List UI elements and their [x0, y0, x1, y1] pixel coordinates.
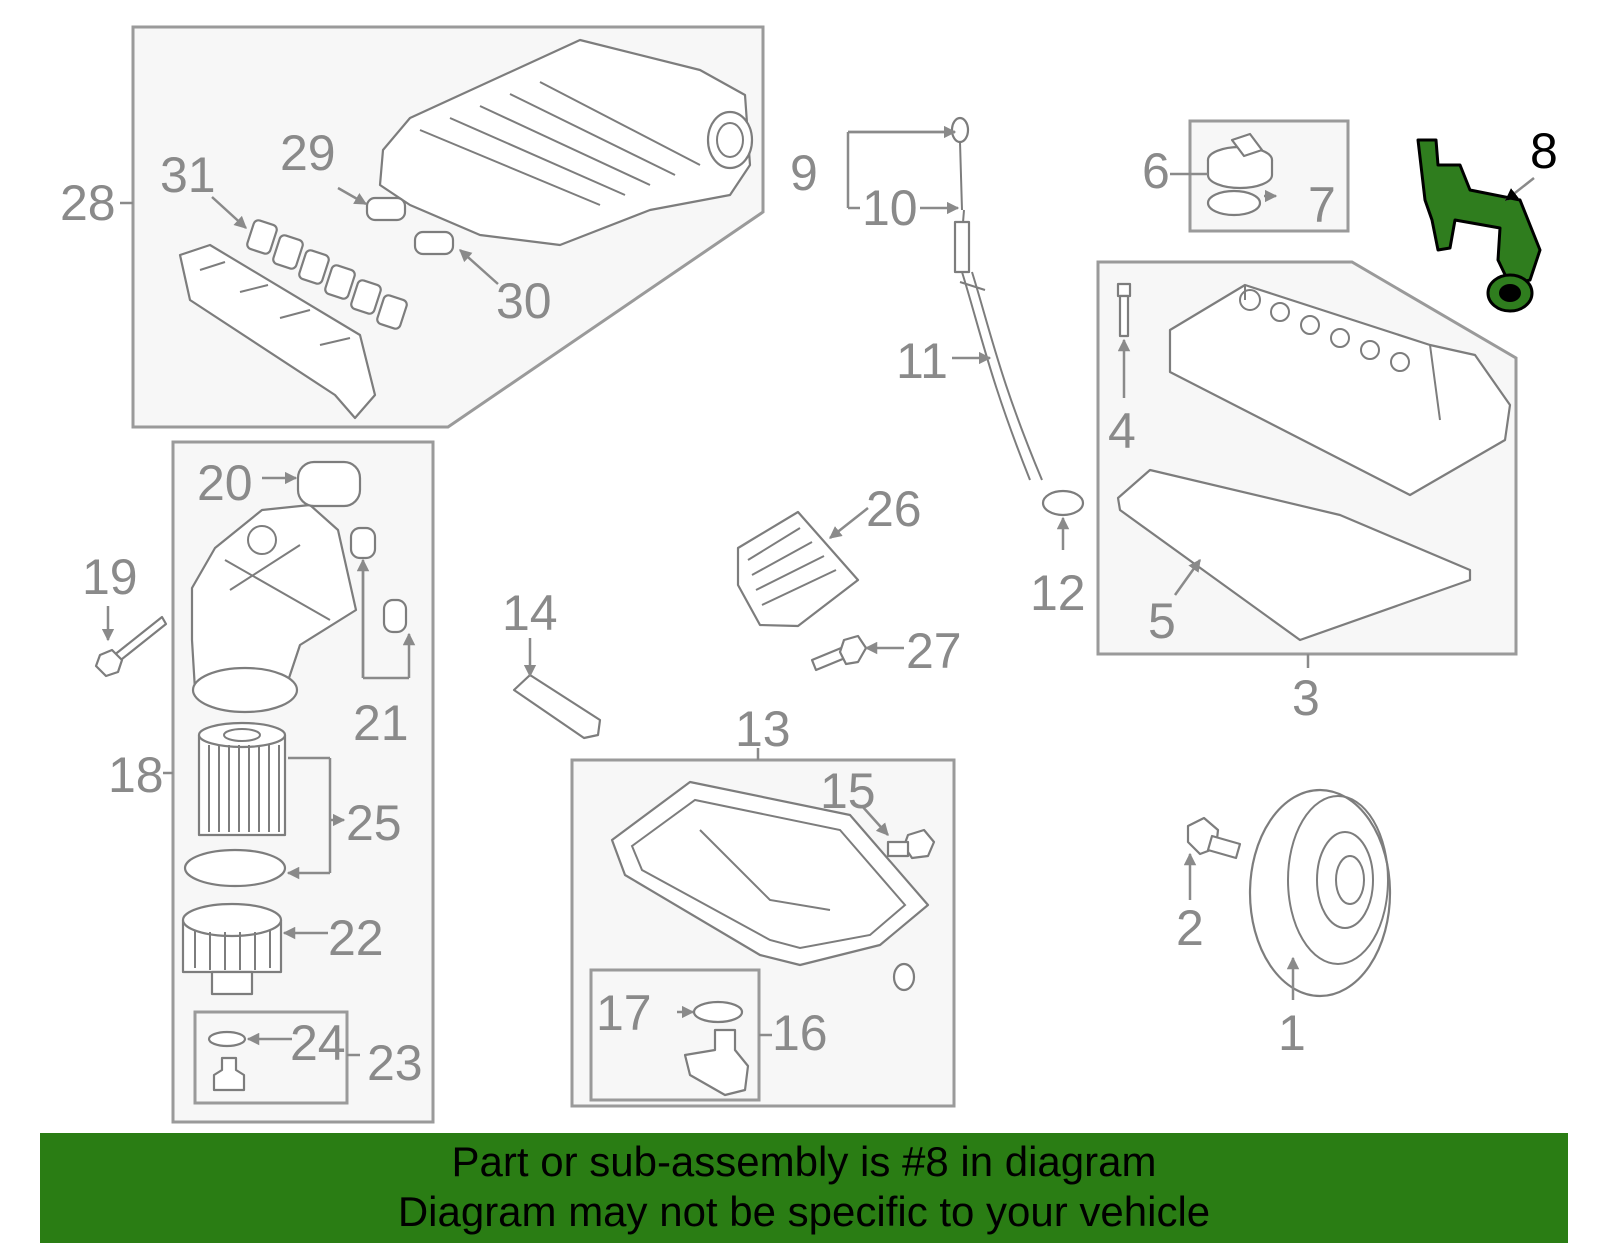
label-11: 11 — [896, 333, 948, 389]
dipstick-drawing — [950, 116, 1043, 481]
bolt-27 — [810, 634, 868, 672]
label-5: 5 — [1148, 593, 1176, 649]
valve-cover-drawing — [1168, 283, 1512, 497]
bolt-19 — [94, 615, 168, 678]
o-ring-17 — [692, 1000, 744, 1024]
drain-plug-group-box — [193, 1010, 349, 1105]
label-15: 15 — [820, 763, 876, 819]
label-31: 31 — [160, 147, 216, 203]
filter-cap-22 — [181, 902, 283, 996]
label-26: 26 — [866, 481, 922, 537]
breather-hose-8-highlighted[interactable] — [1416, 138, 1542, 313]
gasket-30 — [413, 230, 455, 256]
intake-manifold-drawing — [178, 38, 754, 420]
oil-cap-6 — [1206, 132, 1274, 190]
drain-plug-23 — [212, 1056, 246, 1092]
label-29: 29 — [280, 125, 336, 181]
label-16: 16 — [772, 1005, 828, 1061]
bolt-2 — [1186, 816, 1242, 860]
banner-line-2: Diagram may not be specific to your vehi… — [397, 1188, 1211, 1235]
label-1: 1 — [1278, 1005, 1306, 1061]
label-10: 10 — [862, 180, 918, 236]
label-2: 2 — [1176, 900, 1204, 956]
seal-12 — [1041, 489, 1085, 517]
banner-line-1: Part or sub-assembly is #8 in diagram — [451, 1138, 1157, 1185]
label-12: 12 — [1030, 565, 1086, 621]
label-14: 14 — [502, 585, 558, 641]
part-14 — [512, 673, 602, 740]
label-23: 23 — [367, 1035, 423, 1091]
label-13: 13 — [735, 701, 791, 757]
info-banner: Part or sub-assembly is #8 in diagram Di… — [40, 1133, 1568, 1243]
valve-cover-gasket-5 — [1116, 468, 1472, 642]
label-24: 24 — [290, 1015, 346, 1071]
label-25: 25 — [346, 795, 402, 851]
label-17: 17 — [596, 985, 652, 1041]
drain-plug-15 — [886, 828, 936, 860]
label-7: 7 — [1308, 177, 1336, 233]
label-8: 8 — [1530, 123, 1558, 179]
oil-pan-drawing — [610, 780, 930, 967]
intake-gasket-set-31 — [246, 219, 408, 330]
label-6: 6 — [1142, 143, 1170, 199]
filter-element-25 — [197, 721, 287, 837]
o-ring-25 — [183, 848, 287, 888]
label-28: 28 — [60, 175, 116, 231]
label-27: 27 — [906, 623, 962, 679]
gasket-20 — [296, 460, 362, 508]
label-30: 30 — [496, 273, 552, 329]
washer-pan — [892, 962, 916, 992]
washer-24 — [207, 1030, 247, 1048]
part-number-labels: 1 2 3 4 5 6 7 8 9 10 11 12 13 14 15 16 1… — [60, 123, 1558, 1091]
sensor-4 — [1116, 282, 1132, 338]
crank-pulley-1 — [1248, 788, 1392, 998]
leader-lines — [101, 125, 1535, 1057]
oil-pump-pickup-16 — [683, 1028, 750, 1097]
label-9: 9 — [790, 145, 818, 201]
label-4: 4 — [1108, 403, 1136, 459]
o-ring-7 — [1206, 189, 1262, 217]
oil-filter-housing-drawing — [190, 503, 358, 714]
label-18: 18 — [108, 747, 164, 803]
seal-21a — [349, 526, 377, 560]
label-3: 3 — [1292, 670, 1320, 726]
label-21: 21 — [353, 695, 409, 751]
label-20: 20 — [197, 455, 253, 511]
label-19: 19 — [82, 549, 138, 605]
gasket-29 — [365, 196, 407, 222]
label-22: 22 — [328, 910, 384, 966]
seal-21b — [382, 598, 408, 634]
oil-cooler-26 — [736, 510, 860, 628]
